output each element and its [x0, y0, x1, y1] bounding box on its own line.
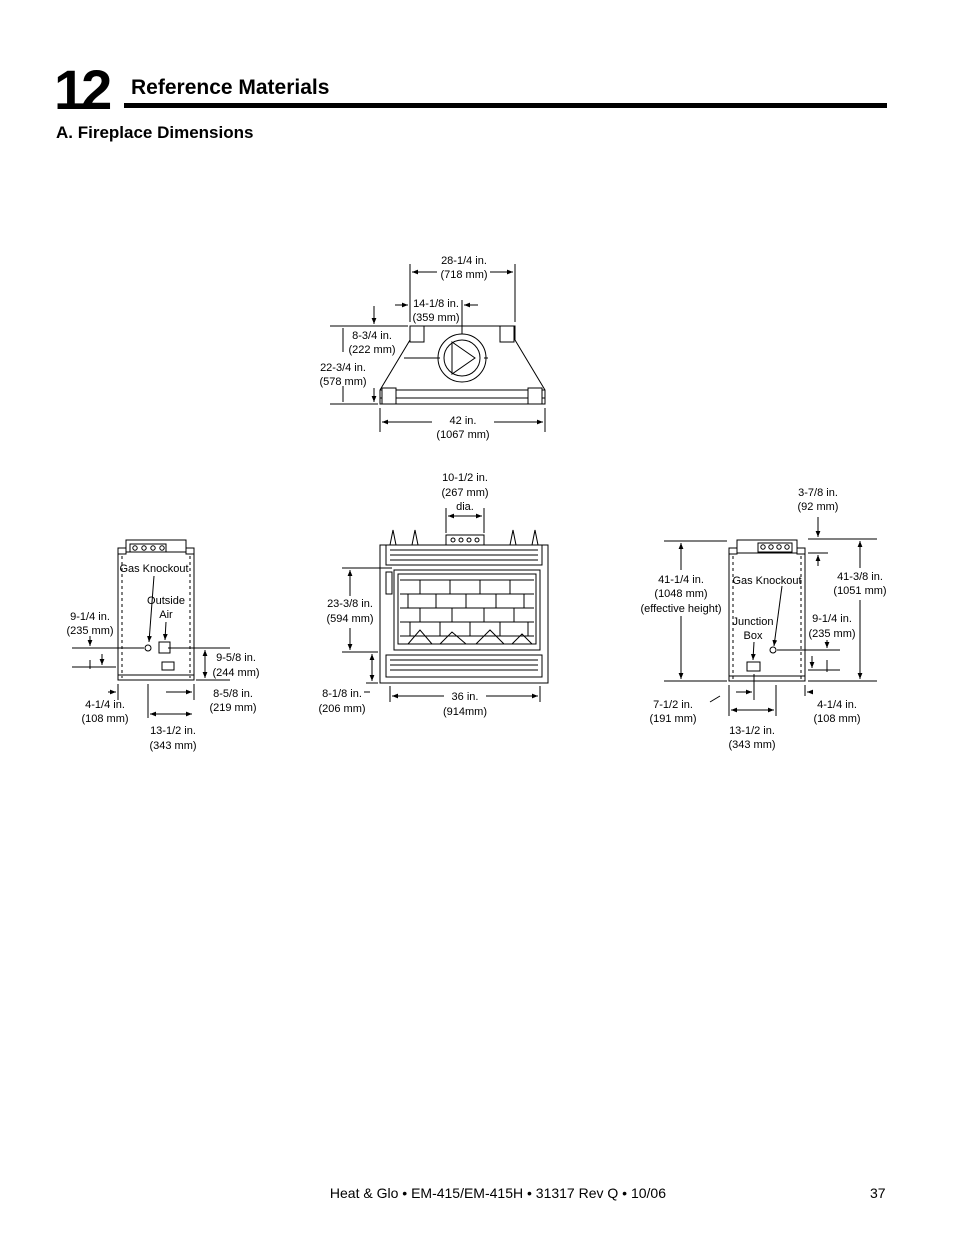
top-center-in: 14-1/8 in. [413, 298, 459, 310]
front-opening-height-in: 23-3/8 in. [327, 598, 373, 610]
left-air-offset-in: 8-5/8 in. [213, 688, 253, 700]
chapter-rule [124, 103, 887, 108]
chapter-number: 12 [54, 58, 112, 121]
right-junction-box-label-2: Box [744, 630, 763, 642]
section-title: A. Fireplace Dimensions [56, 123, 254, 142]
chapter-title: Reference Materials [131, 76, 330, 99]
front-view-drawing [342, 508, 549, 702]
right-knockout-offset-mm: (108 mm) [813, 713, 860, 725]
left-depth-in: 13-1/2 in. [150, 725, 196, 737]
right-depth-in: 13-1/2 in. [729, 725, 775, 737]
front-opening-height-mm: (594 mm) [326, 613, 373, 625]
right-side-view-drawing [664, 517, 877, 716]
left-air-height-in: 9-5/8 in. [216, 652, 256, 664]
right-total-height-mm: (1051 mm) [833, 585, 886, 597]
front-flue-dia: dia. [456, 501, 474, 513]
right-gas-knockout-label: Gas Knockout [732, 575, 801, 587]
right-top-offset-in: 3-7/8 in. [798, 487, 838, 499]
front-base-height-in: 8-1/8 in. [322, 688, 362, 700]
left-knockout-offset-mm: (108 mm) [81, 713, 128, 725]
left-knockout-height-in: 9-1/4 in. [70, 611, 110, 623]
top-depth-collar-in: 8-3/4 in. [352, 330, 392, 342]
right-effective-height-in: 41-1/4 in. [658, 574, 704, 586]
front-flue-in: 10-1/2 in. [442, 472, 488, 484]
top-center-mm: (359 mm) [412, 312, 459, 324]
right-total-height-in: 41-3/8 in. [837, 571, 883, 583]
page-number: 37 [870, 1185, 886, 1201]
left-depth-mm: (343 mm) [149, 740, 196, 752]
right-top-offset-mm: (92 mm) [798, 501, 839, 513]
top-width-overall-in: 28-1/4 in. [441, 255, 487, 267]
left-knockout-height-mm: (235 mm) [66, 625, 113, 637]
top-depth-total-mm: (578 mm) [319, 376, 366, 388]
front-flue-mm: (267 mm) [441, 487, 488, 499]
right-depth-mm: (343 mm) [728, 739, 775, 751]
right-junction-box-label-1: Junction [733, 616, 774, 628]
right-knockout-height-in: 9-1/4 in. [812, 613, 852, 625]
footer-text: Heat & Glo • EM-415/EM-415H • 31317 Rev … [329, 1185, 666, 1201]
top-depth-collar-mm: (222 mm) [348, 344, 395, 356]
right-effective-height-mm: (1048 mm) [654, 588, 707, 600]
front-base-height-mm: (206 mm) [318, 703, 365, 715]
front-opening-width-in: 36 in. [452, 691, 479, 703]
right-effective-height-note: (effective height) [640, 603, 721, 615]
left-outside-air-label-1: Outside [147, 595, 185, 607]
left-gas-knockout-label: Gas Knockout [119, 563, 188, 575]
top-view-drawing [330, 264, 546, 432]
left-air-height-mm: (244 mm) [212, 667, 259, 679]
top-depth-total-in: 22-3/4 in. [320, 362, 366, 374]
front-opening-width-mm: (914mm) [443, 706, 487, 718]
top-width-base-mm: (1067 mm) [436, 429, 489, 441]
left-knockout-offset-in: 4-1/4 in. [85, 699, 125, 711]
left-side-view-drawing [72, 539, 230, 718]
right-junction-offset-in: 7-1/2 in. [653, 699, 693, 711]
left-air-offset-mm: (219 mm) [209, 702, 256, 714]
top-width-overall-mm: (718 mm) [440, 269, 487, 281]
top-width-base-in: 42 in. [450, 415, 477, 427]
right-knockout-offset-in: 4-1/4 in. [817, 699, 857, 711]
right-junction-offset-mm: (191 mm) [649, 713, 696, 725]
right-knockout-height-mm: (235 mm) [808, 628, 855, 640]
left-outside-air-label-2: Air [159, 609, 173, 621]
